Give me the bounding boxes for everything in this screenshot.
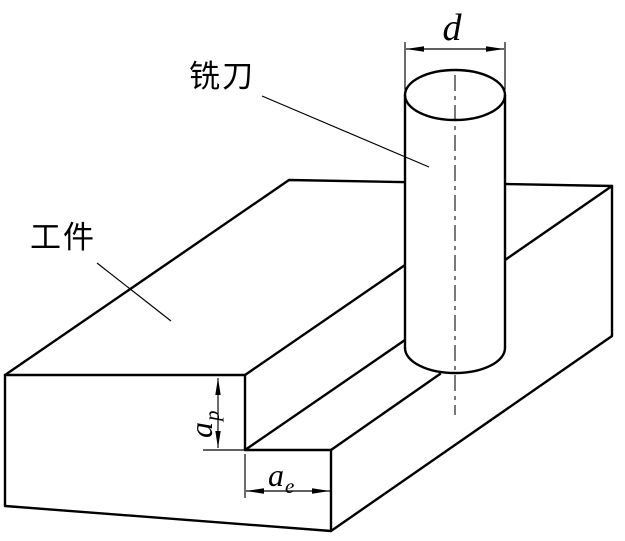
dim-d-arrow-left (406, 46, 424, 52)
dim-d-label: d (443, 7, 463, 49)
workpiece-top-edges (3, 178, 614, 377)
cutter-leader-line (261, 95, 430, 168)
workpiece-right-edges (329, 184, 614, 533)
dim-ap-arrow-bottom (215, 431, 221, 448)
front-face-top-edge (503, 184, 614, 262)
cutter-bottom-arc (403, 346, 507, 375)
workpiece-near-face (3, 373, 333, 533)
callouts: 铣刀 工件 (30, 59, 430, 322)
dim-ae-label: ae (268, 457, 294, 498)
cutter-side-lines (403, 93, 507, 350)
cutter-label: 铣刀 (189, 59, 255, 95)
dim-ap-arrow-top (215, 378, 221, 395)
step-floor-outer-edge (329, 372, 442, 452)
step-wall-top-edge (243, 263, 407, 377)
workpiece-label: 工件 (30, 220, 96, 256)
dim-ae-arrow-left (246, 488, 264, 494)
dim-d-arrow-right (486, 46, 504, 52)
dimension-d: d (404, 7, 506, 90)
step-wall-bottom-edge (243, 338, 407, 452)
dim-ae-arrow-right (312, 488, 330, 494)
dimension-ae: ae (244, 454, 330, 498)
workpiece-leader-line (96, 262, 172, 322)
workpiece (3, 178, 614, 533)
dim-ap-label: ap (183, 411, 224, 439)
dim-d-extension-lines (404, 42, 506, 90)
dimension-ap: ap (183, 378, 245, 451)
cutter-body-fill (405, 70, 505, 373)
milling-cutter (403, 68, 507, 415)
